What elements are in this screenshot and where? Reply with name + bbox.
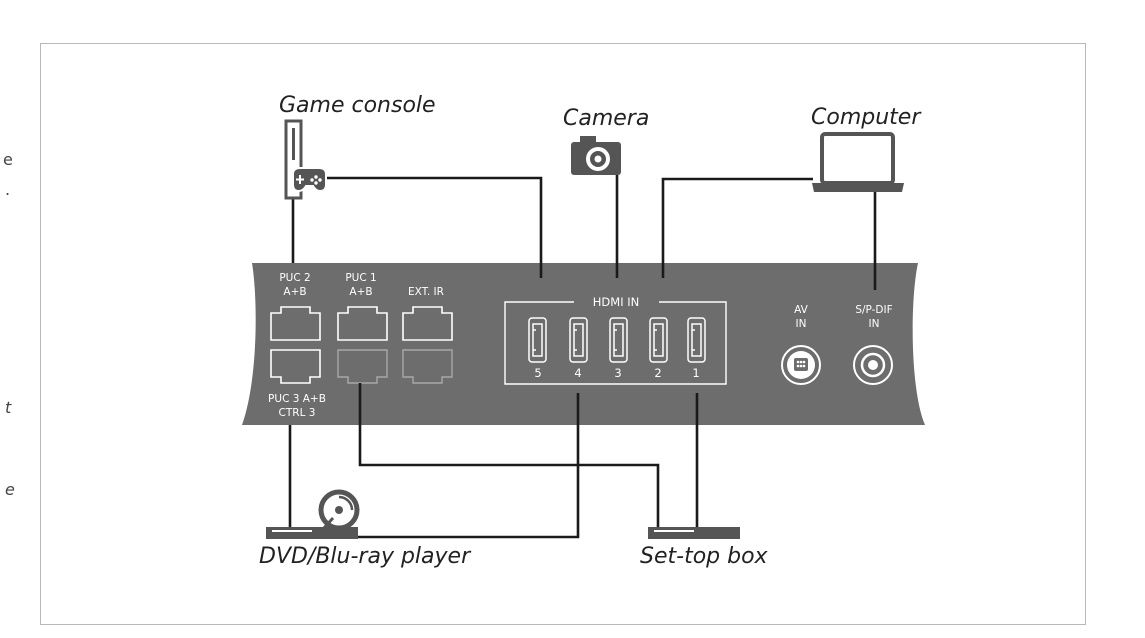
hdmi-port: [609, 317, 628, 363]
game-console-to-hdmi-line: [327, 176, 543, 278]
puc1-label: PUC 1: [345, 272, 376, 284]
av-in-label: AV: [794, 304, 809, 316]
ext-ir-label: EXT. IR: [408, 286, 444, 298]
diagram-frame: [40, 43, 1086, 625]
hdmi-port: [649, 317, 668, 363]
dvd-player-icon: [266, 527, 358, 539]
hdmi-number: 3: [614, 366, 621, 380]
game-console-label: Game console: [279, 93, 436, 118]
puc2-port: [270, 306, 321, 341]
disc-icon: [318, 489, 360, 531]
computer-to-hdmi-line: [661, 177, 813, 278]
hdmi-number: 1: [692, 366, 699, 380]
edge-fragment: t: [5, 398, 12, 417]
camera-label: Camera: [563, 106, 649, 131]
set-top-box-slot: [654, 530, 694, 532]
unused-port: [402, 349, 453, 384]
hdmi-number: 4: [574, 366, 581, 380]
computer-label: Computer: [811, 105, 922, 130]
ext-ir-port: [402, 306, 453, 341]
unused-port: [337, 349, 388, 384]
laptop-icon: [812, 132, 904, 192]
puc3-port: [270, 349, 321, 384]
edge-fragment: e: [3, 150, 13, 169]
puc1-label: A+B: [349, 286, 372, 298]
puc3-label: CTRL 3: [279, 407, 316, 419]
hdmi-group-frame: [504, 301, 727, 385]
spdif-in-label: S/P-DIF: [855, 304, 892, 316]
av-in-label: IN: [796, 318, 807, 330]
puc2-label: A+B: [283, 286, 306, 298]
hdmi-port: [569, 317, 588, 363]
set-top-box-icon: [648, 527, 740, 539]
hdmi-number: 2: [654, 366, 661, 380]
edge-fragment: .: [5, 180, 11, 199]
set-top-box-label: Set-top box: [640, 544, 769, 569]
dvd-player-label: DVD/Blu-ray player: [259, 544, 472, 569]
camera-icon: [571, 136, 621, 175]
puc3-label: PUC 3 A+B: [268, 393, 326, 405]
puc1-port: [337, 306, 388, 341]
hdmi-number: 5: [534, 366, 541, 380]
puc2-label: PUC 2: [279, 272, 310, 284]
game-console-icon: [284, 119, 327, 200]
spdif-in-port: [853, 345, 893, 385]
spdif-in-label: IN: [869, 318, 880, 330]
puc1-to-set-top-box-line: [358, 383, 660, 527]
hdmi-port: [528, 317, 547, 363]
hdmi-in-label: HDMI IN: [593, 295, 639, 309]
hdmi-port: [687, 317, 706, 363]
av-in-port: [781, 345, 821, 385]
dvd-to-hdmi-line: [357, 393, 580, 539]
dvd-player-slot: [272, 530, 312, 532]
edge-fragment: e: [5, 480, 15, 499]
